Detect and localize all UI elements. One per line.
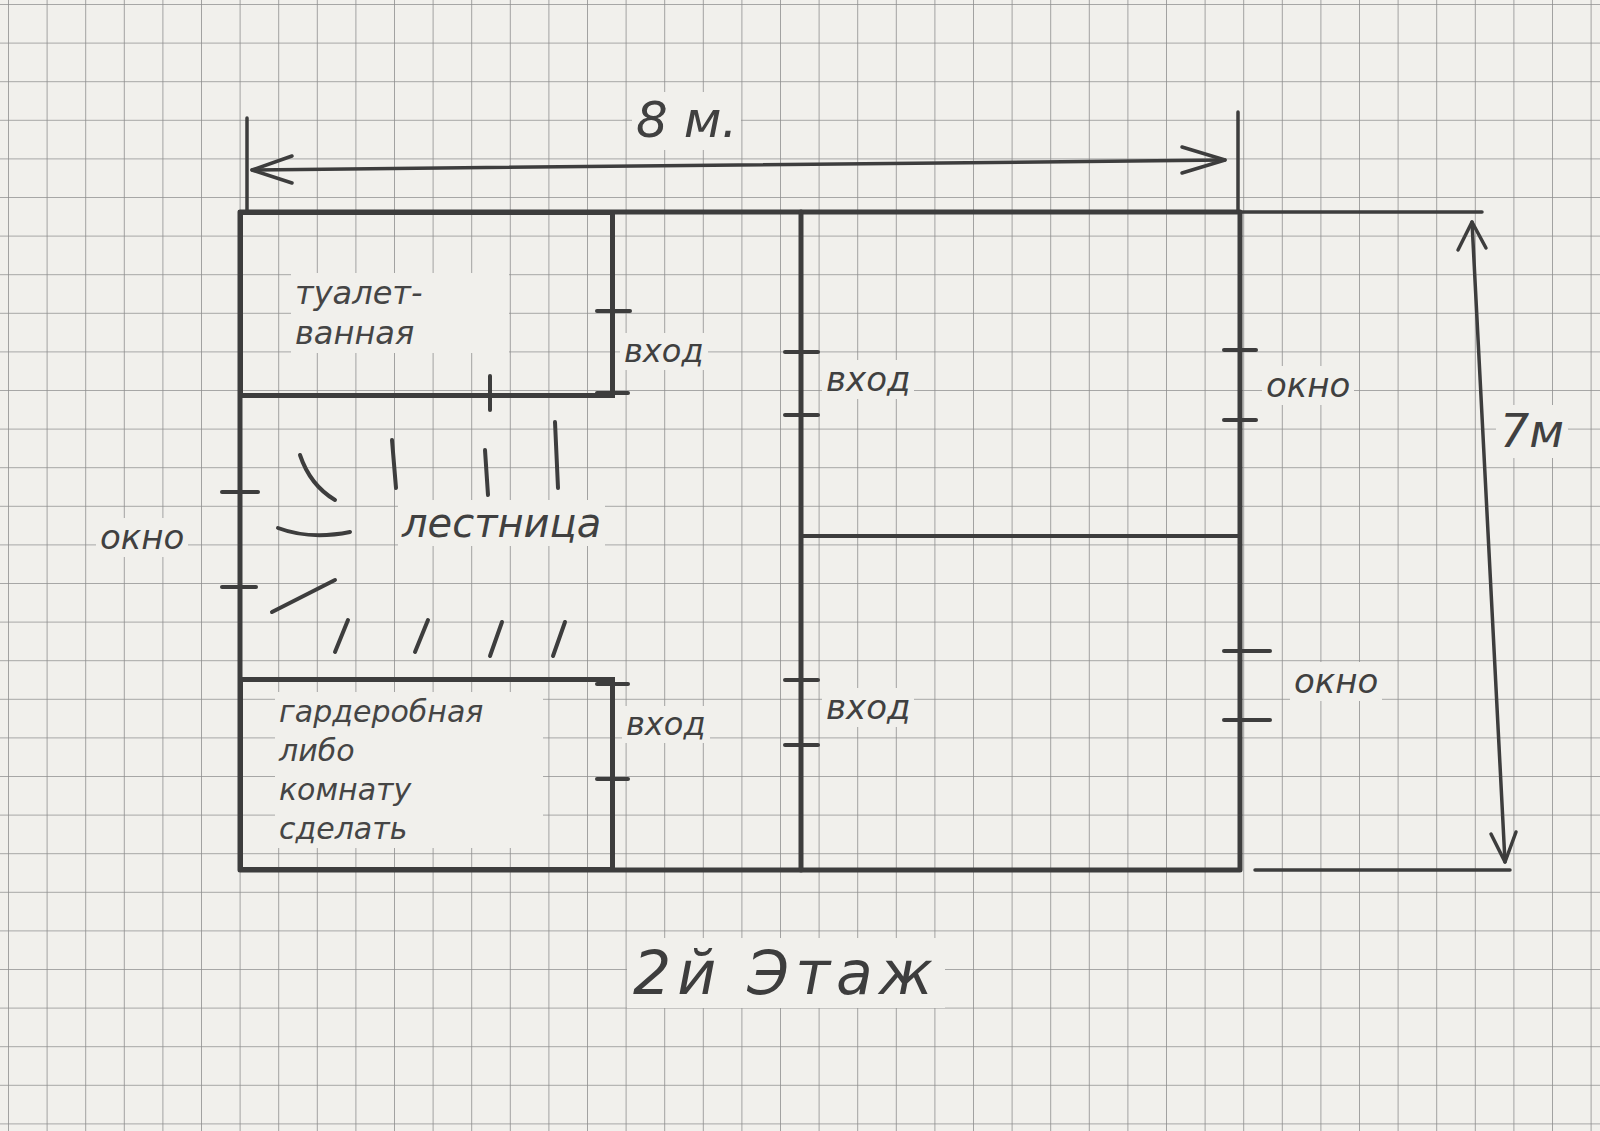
room: туалет-ванная <box>238 210 615 398</box>
plan-label: лестница <box>398 500 605 546</box>
plan-label: 7м <box>1496 405 1568 458</box>
plan-label: вход <box>622 706 710 743</box>
window-mark <box>222 350 1270 720</box>
plan-label: вход <box>620 333 708 370</box>
plan-label: окно <box>1290 662 1382 701</box>
outer-wall <box>240 212 1240 870</box>
room-name: гардеробная либо комнату сделать <box>275 692 543 848</box>
room: гардеробная либо комнату сделать <box>238 677 615 872</box>
room-name: туалет-ванная <box>291 273 509 353</box>
plan-label: вход <box>822 360 914 399</box>
dimension-line <box>1240 212 1516 870</box>
floor-caption: 2й Этаж <box>627 938 945 1008</box>
plan-label: окно <box>1262 366 1354 405</box>
plan-label: окно <box>96 518 188 557</box>
plan-label: вход <box>822 688 914 727</box>
interior-wall <box>801 534 1240 538</box>
interior-wall <box>799 212 804 870</box>
dimension-line <box>247 112 1238 212</box>
door-mark <box>597 311 818 779</box>
plan-label: 8 м. <box>632 92 741 150</box>
